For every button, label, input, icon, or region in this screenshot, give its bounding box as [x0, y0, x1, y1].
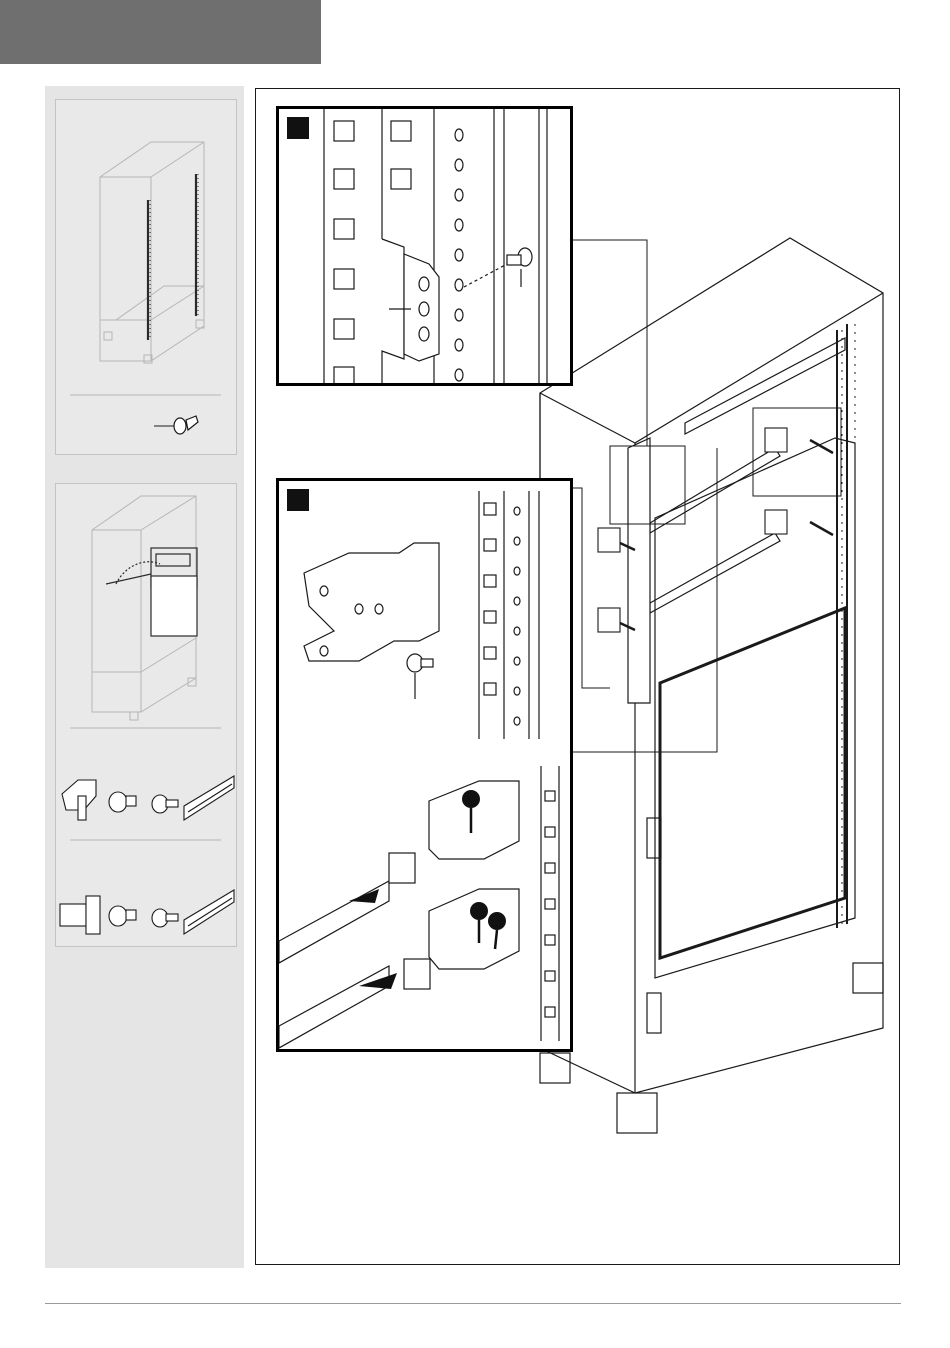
rail-icon	[184, 776, 234, 820]
sidebar-card-rails	[55, 99, 237, 455]
bracket-icon	[62, 780, 96, 820]
detail-bracket-rail-mounting	[276, 478, 573, 1052]
screw-icon	[152, 909, 178, 927]
bracket-icon	[60, 896, 100, 934]
header-bar	[0, 0, 321, 64]
rail-icon	[184, 890, 234, 934]
screw-icon	[154, 416, 198, 434]
screw-icon	[152, 795, 178, 813]
detail-rail-screw	[276, 106, 573, 386]
sidebar-card-plate	[55, 483, 237, 947]
cabinet-icon	[56, 100, 236, 454]
rail-hole-screw-icon	[279, 109, 573, 386]
bolt-icon	[109, 906, 136, 926]
bracket-mounting-icon	[279, 481, 573, 1052]
footer-rule	[45, 1303, 901, 1304]
bolt-icon	[109, 792, 136, 812]
